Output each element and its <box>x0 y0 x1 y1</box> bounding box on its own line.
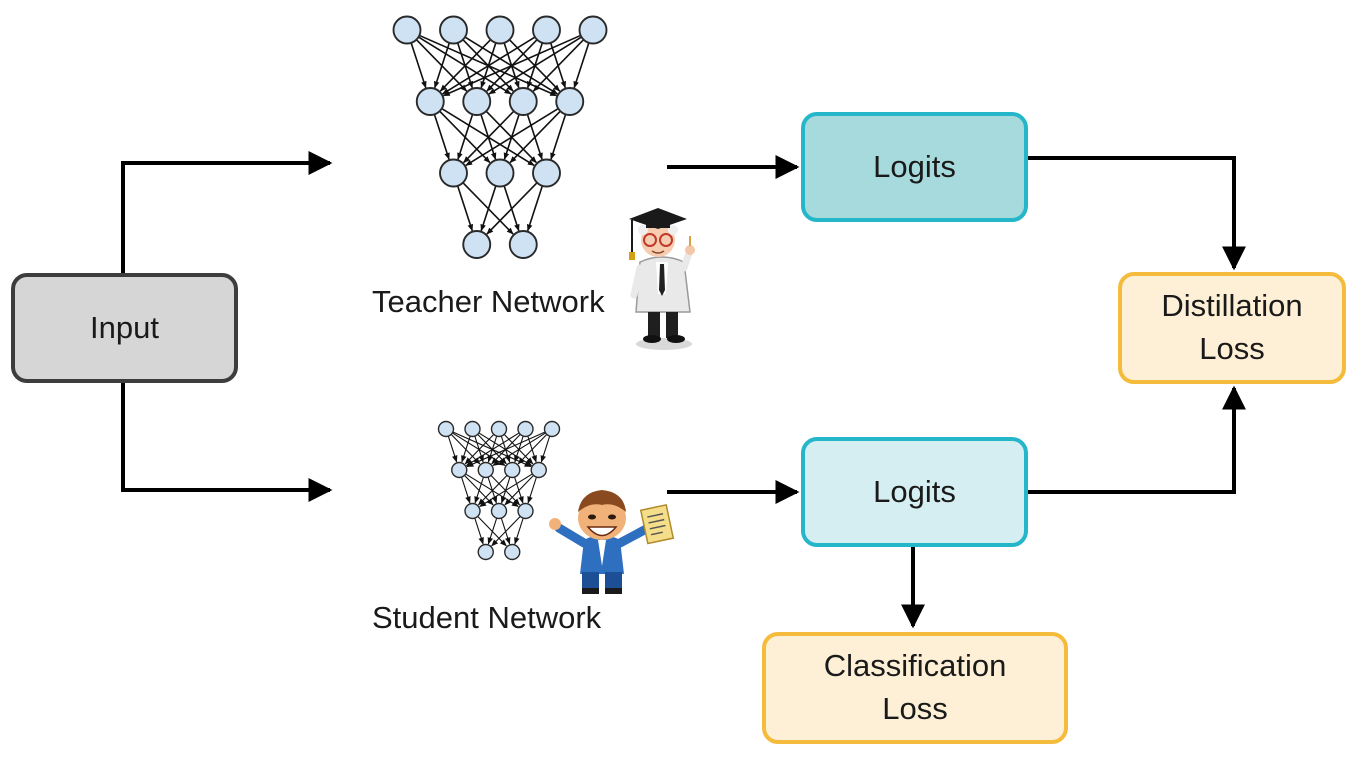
connectors <box>121 151 1246 629</box>
teacher-network-connection <box>456 185 474 232</box>
teacher-network-label: Teacher Network <box>372 284 605 319</box>
teacher-network-connection <box>526 185 544 232</box>
student-network-connection <box>461 435 471 463</box>
student-logits-to-distillation-arrow <box>1028 385 1246 494</box>
student-network-label: Student Network <box>372 600 602 635</box>
teacher-network-connection <box>550 114 567 160</box>
student-network-neuron <box>504 543 521 561</box>
distillation-loss-label: Distillation Loss <box>1161 288 1303 366</box>
teacher-network-neuron <box>532 15 561 45</box>
student-network-neuron <box>464 502 481 520</box>
student-network-neuron <box>477 461 494 479</box>
student-network-neuron <box>464 420 481 438</box>
teacher-network-neuron <box>508 230 538 259</box>
student-network-connection <box>540 435 551 463</box>
student-network-neuron <box>437 420 455 438</box>
teacher-network-connection <box>433 42 451 89</box>
teacher-network-neuron <box>392 15 422 45</box>
student-network-connection <box>487 517 498 545</box>
teacher-network-neuron <box>555 87 585 116</box>
student-network-neuron <box>543 420 561 438</box>
teacher-network-connection <box>457 114 474 160</box>
teacher-network-neuron <box>485 15 515 45</box>
student-network-neuron <box>504 461 521 479</box>
teacher-network-neuron <box>485 158 515 188</box>
teacher-network-graph <box>392 15 608 259</box>
student-network-connection <box>527 476 537 504</box>
student-network-connection <box>474 476 484 504</box>
teacher-network-neuron <box>462 87 492 116</box>
teacher-logits-label: Logits <box>873 148 956 184</box>
teacher-network-neuron <box>415 87 445 116</box>
input-node: Input <box>11 273 238 383</box>
teacher-network-connection <box>439 39 492 92</box>
classification-loss-label: Classification Loss <box>823 648 1007 726</box>
teacher-network-neuron <box>439 158 468 188</box>
student-network-neuron <box>490 502 508 520</box>
teacher-logits-to-distillation-arrow <box>1028 156 1246 271</box>
student-logits-label: Logits <box>873 473 956 509</box>
teacher-network-neuron <box>532 158 561 188</box>
student-network-connection <box>514 517 524 545</box>
input-to-student-arrow <box>121 383 333 502</box>
input-label: Input <box>90 309 159 345</box>
student-network-connection <box>479 473 533 507</box>
student-network-neuron <box>517 420 534 438</box>
teacher-network-connection <box>410 42 427 89</box>
teacher-network-connection <box>509 110 561 164</box>
teacher-network-connection <box>442 34 581 97</box>
student-network-connection <box>517 434 548 465</box>
student-network-connection <box>466 431 546 468</box>
input-to-teacher-arrow <box>121 151 333 273</box>
student-network-connection <box>492 432 546 466</box>
student-network-connection <box>491 516 521 547</box>
student-network-connection <box>474 517 484 545</box>
teacher-network-neuron <box>578 15 608 45</box>
student-network-connection <box>504 475 534 506</box>
student-icon <box>549 490 675 594</box>
teacher-logits-node: Logits <box>801 112 1028 222</box>
teacher-network-connection <box>463 110 515 164</box>
teacher-network-connection <box>465 107 559 167</box>
teacher-network-connection <box>486 182 538 235</box>
student-network-connection <box>464 434 495 465</box>
student-network-connection <box>465 432 520 466</box>
teacher-network-connection <box>532 39 585 92</box>
classification-loss-node: Classification Loss <box>762 632 1068 744</box>
teacher-network-connection <box>488 36 582 95</box>
teacher-network-connection <box>573 42 590 89</box>
student-network-neuron <box>530 461 547 479</box>
teacher-network-connection <box>442 36 536 95</box>
teacher-network-neuron <box>462 230 492 259</box>
student-network-neuron <box>451 461 468 479</box>
student-logits-node: Logits <box>801 437 1028 547</box>
student-network-graph <box>437 420 561 561</box>
student-network-connection <box>477 475 508 506</box>
student-network-neuron <box>477 543 494 561</box>
student-network-connection <box>447 435 458 463</box>
teacher-network-neuron <box>508 87 538 116</box>
student-network-connection <box>461 476 471 504</box>
student-network-neuron <box>490 420 508 438</box>
teacher-network-connection <box>480 185 497 232</box>
student-network-neuron <box>517 502 534 520</box>
distillation-loss-node: Distillation Loss <box>1118 272 1346 384</box>
teacher-network-neuron <box>439 15 468 45</box>
teacher-network-connection <box>433 114 450 160</box>
professor-icon <box>629 208 695 350</box>
